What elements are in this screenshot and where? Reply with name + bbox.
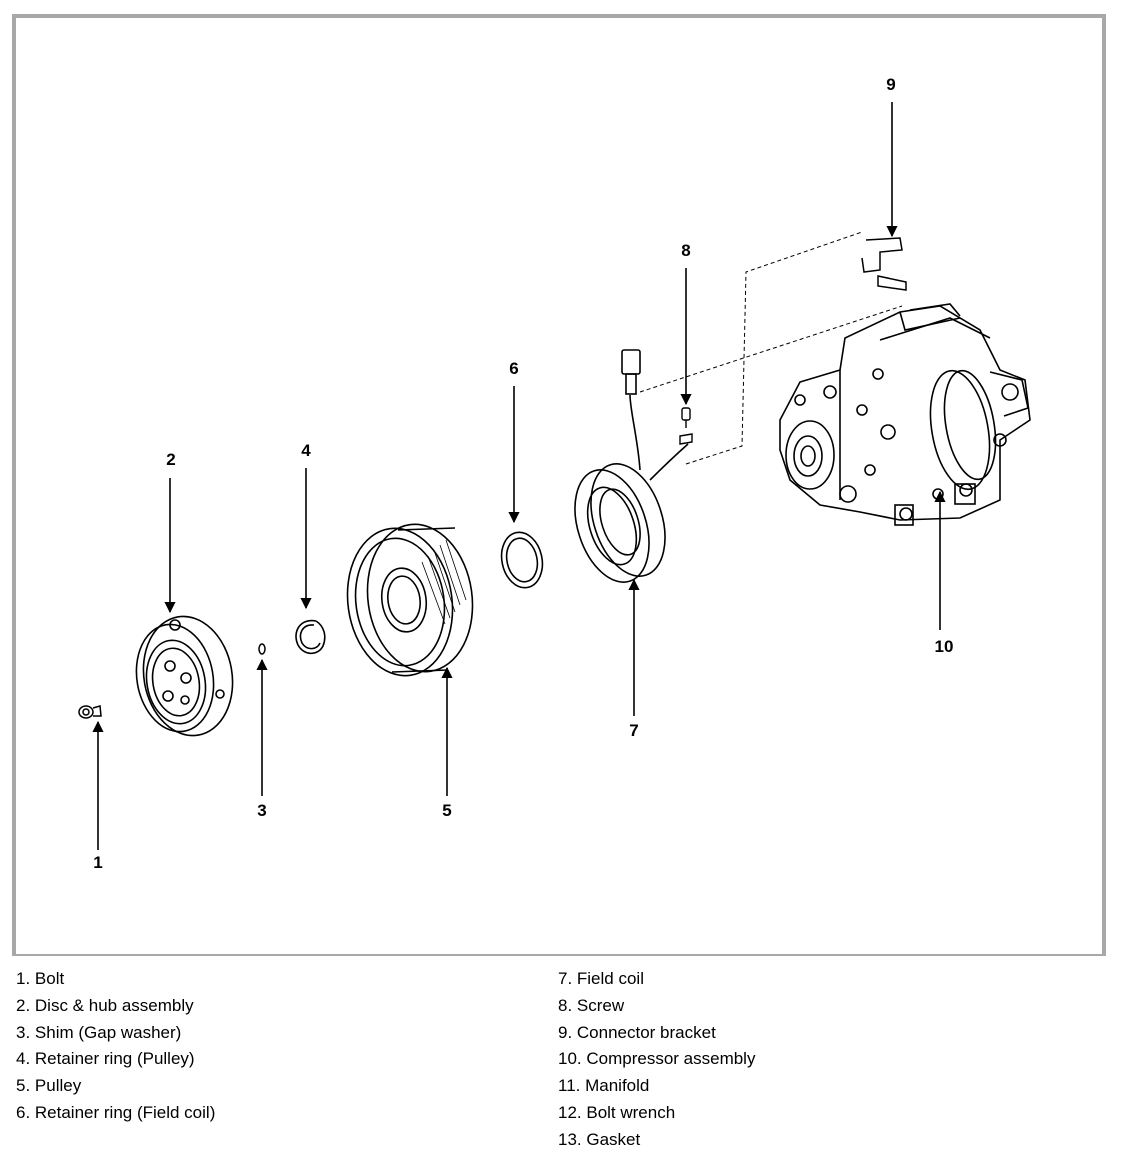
legend-item: 9. Connector bracket [558, 1022, 716, 1042]
callout-9: 9 [886, 75, 895, 94]
compressor-assembly-part [779, 303, 1031, 526]
pulley-part [346, 523, 474, 677]
legend-item: 11. Manifold [558, 1076, 650, 1096]
legend-item: 12. Bolt wrench [558, 1102, 676, 1122]
retainer-ring-field-coil-part [500, 531, 544, 589]
connector-bracket-part [861, 237, 907, 291]
callout-4: 4 [301, 441, 311, 460]
retainer-ring-pulley-part [295, 619, 326, 655]
legend-item: 7. Field coil [558, 969, 644, 988]
legend-item: 5. Pulley [16, 1076, 82, 1096]
callout-7: 7 [629, 721, 638, 740]
callout-numbers: 1 2 3 4 5 6 7 8 9 10 [93, 75, 953, 872]
disc-hub-assembly-part [135, 615, 234, 737]
leader-lines [639, 231, 903, 465]
legend-item: 3. Shim (Gap washer) [16, 1022, 182, 1042]
callout-arrows [92, 102, 946, 850]
callout-3: 3 [257, 801, 266, 820]
callout-5: 5 [442, 801, 451, 820]
exploded-view-diagram: 1 2 3 4 5 6 7 8 9 10 [78, 75, 1031, 872]
callout-1: 1 [93, 853, 102, 872]
diagram-frame [12, 14, 1106, 956]
legend-item: 6. Retainer ring (Field coil) [16, 1102, 216, 1122]
screw-part [679, 407, 693, 445]
legend-item: 4. Retainer ring (Pulley) [16, 1049, 195, 1069]
legend-item: 2. Disc & hub assembly [16, 995, 194, 1015]
legend-item: 10. Compressor assembly [558, 1049, 756, 1069]
parts-legend: 1. Bolt 2. Disc & hub assembly 3. Shim (… [0, 966, 1129, 1166]
shim-part [258, 643, 266, 655]
legend-item: 13. Gasket [558, 1129, 641, 1149]
callout-2: 2 [166, 450, 175, 469]
legend-item: 8. Screw [558, 995, 625, 1015]
legend-column-right: 7. Field coil 8. Screw 9. Connector brac… [558, 966, 755, 1154]
bolt-part [78, 705, 102, 719]
legend-column-left: 1. Bolt 2. Disc & hub assembly 3. Shim (… [16, 966, 215, 1127]
legend-item: 1. Bolt [16, 969, 65, 988]
callout-6: 6 [509, 359, 518, 378]
callout-8: 8 [681, 241, 690, 260]
field-coil-part [574, 349, 689, 583]
callout-10: 10 [935, 637, 954, 656]
